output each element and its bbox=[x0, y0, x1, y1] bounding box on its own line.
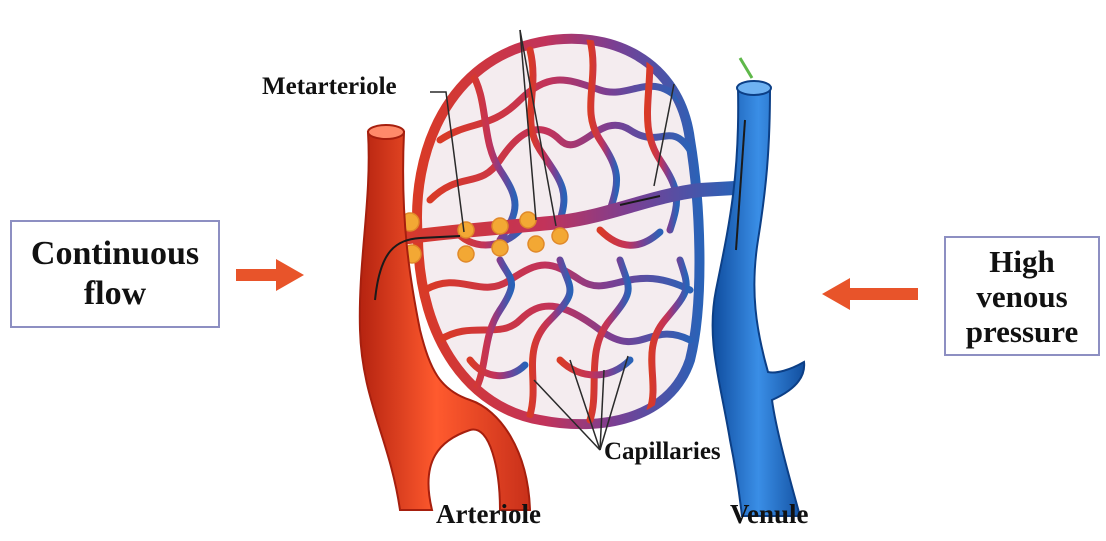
continuous-flow-line1: Continuous bbox=[31, 234, 199, 274]
high-venous-pressure-box: High venous pressure bbox=[944, 236, 1100, 356]
sphincter-3 bbox=[458, 222, 474, 238]
venule-vessel bbox=[713, 58, 805, 516]
metarteriole-label: Metarteriole bbox=[262, 73, 397, 101]
continuous-flow-box: Continuous flow bbox=[10, 220, 220, 328]
arteriole-opening bbox=[368, 125, 404, 139]
capillary-bed bbox=[388, 39, 735, 424]
venule-opening bbox=[737, 81, 771, 95]
sphincter-9 bbox=[552, 228, 568, 244]
sphincter-4 bbox=[458, 246, 474, 262]
right-pressure-arrow bbox=[822, 278, 918, 310]
high-venous-pressure-line2: venous bbox=[976, 279, 1067, 314]
arteriole-label: Arteriole bbox=[436, 499, 541, 530]
venule-outflow-marker bbox=[740, 58, 752, 78]
continuous-flow-line2: flow bbox=[84, 274, 146, 314]
sphincter-7 bbox=[520, 212, 536, 228]
venule-label: Venule bbox=[730, 499, 809, 530]
high-venous-pressure-line1: High bbox=[989, 244, 1054, 279]
sphincter-5 bbox=[492, 218, 508, 234]
sphincter-8 bbox=[528, 236, 544, 252]
high-venous-pressure-line3: pressure bbox=[966, 314, 1079, 349]
sphincter-6 bbox=[492, 240, 508, 256]
left-flow-arrow bbox=[236, 259, 304, 291]
capillaries-label: Capillaries bbox=[604, 438, 721, 466]
